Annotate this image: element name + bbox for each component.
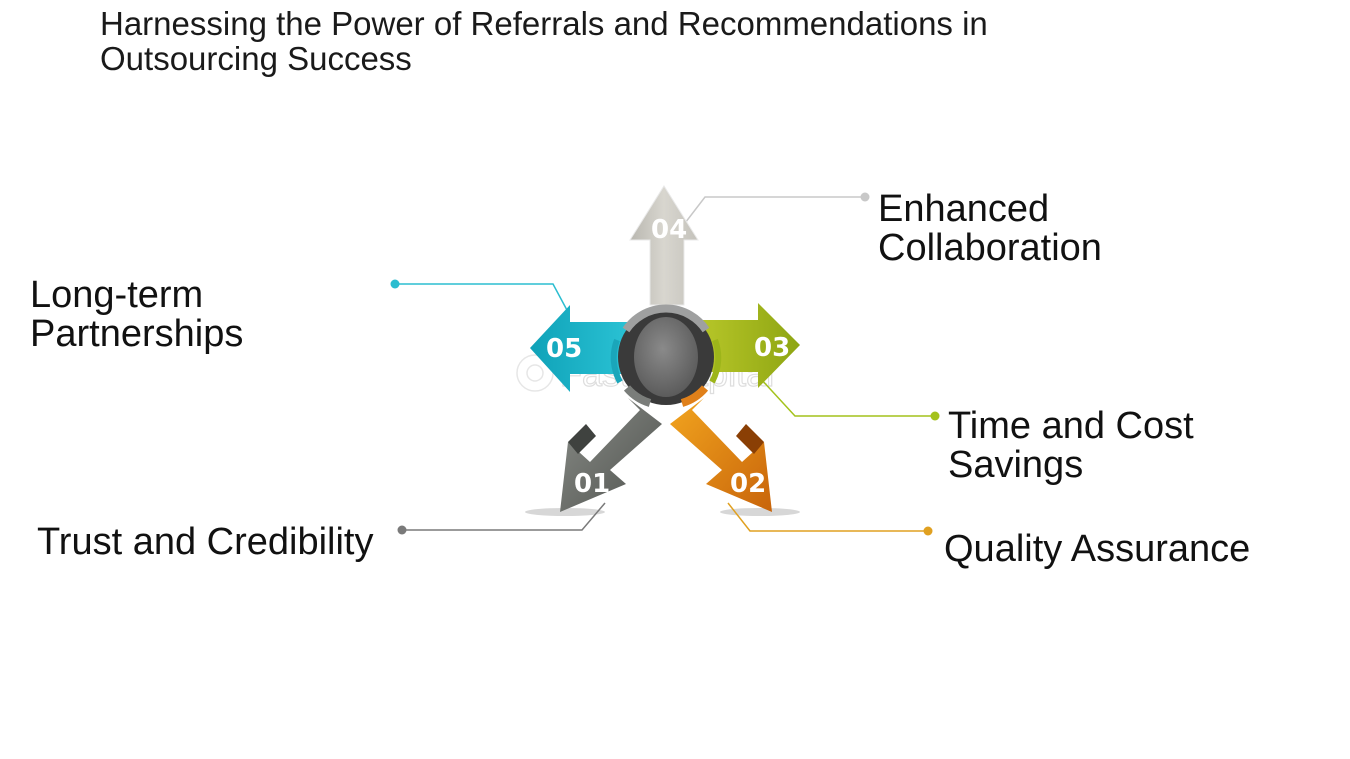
connector-03 [759, 377, 940, 421]
connector-05 [390, 279, 569, 313]
title-line-2: Outsourcing Success [100, 40, 412, 77]
label-quality-line-1: Quality Assurance [944, 528, 1251, 570]
arrow-01: 01 [560, 398, 662, 512]
connector-04 [671, 192, 870, 241]
label-trust-line-1: Trust and Credibility [37, 521, 374, 563]
label-time-line-2: Savings [948, 444, 1084, 486]
page-title: Harnessing the Power of Referrals and Re… [100, 6, 1100, 76]
arrow-03-number: 03 [754, 333, 790, 363]
arrow-01-number: 01 [574, 469, 610, 499]
center-hub [610, 304, 722, 407]
arrow-04: 04 [629, 185, 699, 306]
label-enhanced-collaboration: Enhanced Collaboration [878, 190, 1102, 268]
label-long-term-partnerships: Long-term Partnerships [30, 276, 243, 354]
label-enhanced-line-2: Collaboration [878, 227, 1102, 269]
label-trust-and-credibility: Trust and Credibility [37, 523, 374, 562]
connector-02 [727, 502, 933, 536]
connector-01 [397, 502, 606, 535]
label-time-line-1: Time and Cost [948, 405, 1194, 447]
arrow-04-number: 04 [651, 215, 687, 245]
label-enhanced-line-1: Enhanced [878, 188, 1050, 230]
label-longterm-line-2: Partnerships [30, 313, 244, 355]
label-time-and-cost-savings: Time and Cost Savings [948, 407, 1194, 485]
label-quality-assurance: Quality Assurance [944, 530, 1250, 569]
arrow-02: 02 [670, 398, 772, 512]
title-line-1: Harnessing the Power of Referrals and Re… [100, 5, 988, 42]
label-longterm-line-1: Long-term [30, 274, 204, 316]
arrow-05-number: 05 [546, 334, 582, 364]
arrow-02-number: 02 [730, 469, 766, 499]
arrow-05: 05 [530, 305, 636, 392]
